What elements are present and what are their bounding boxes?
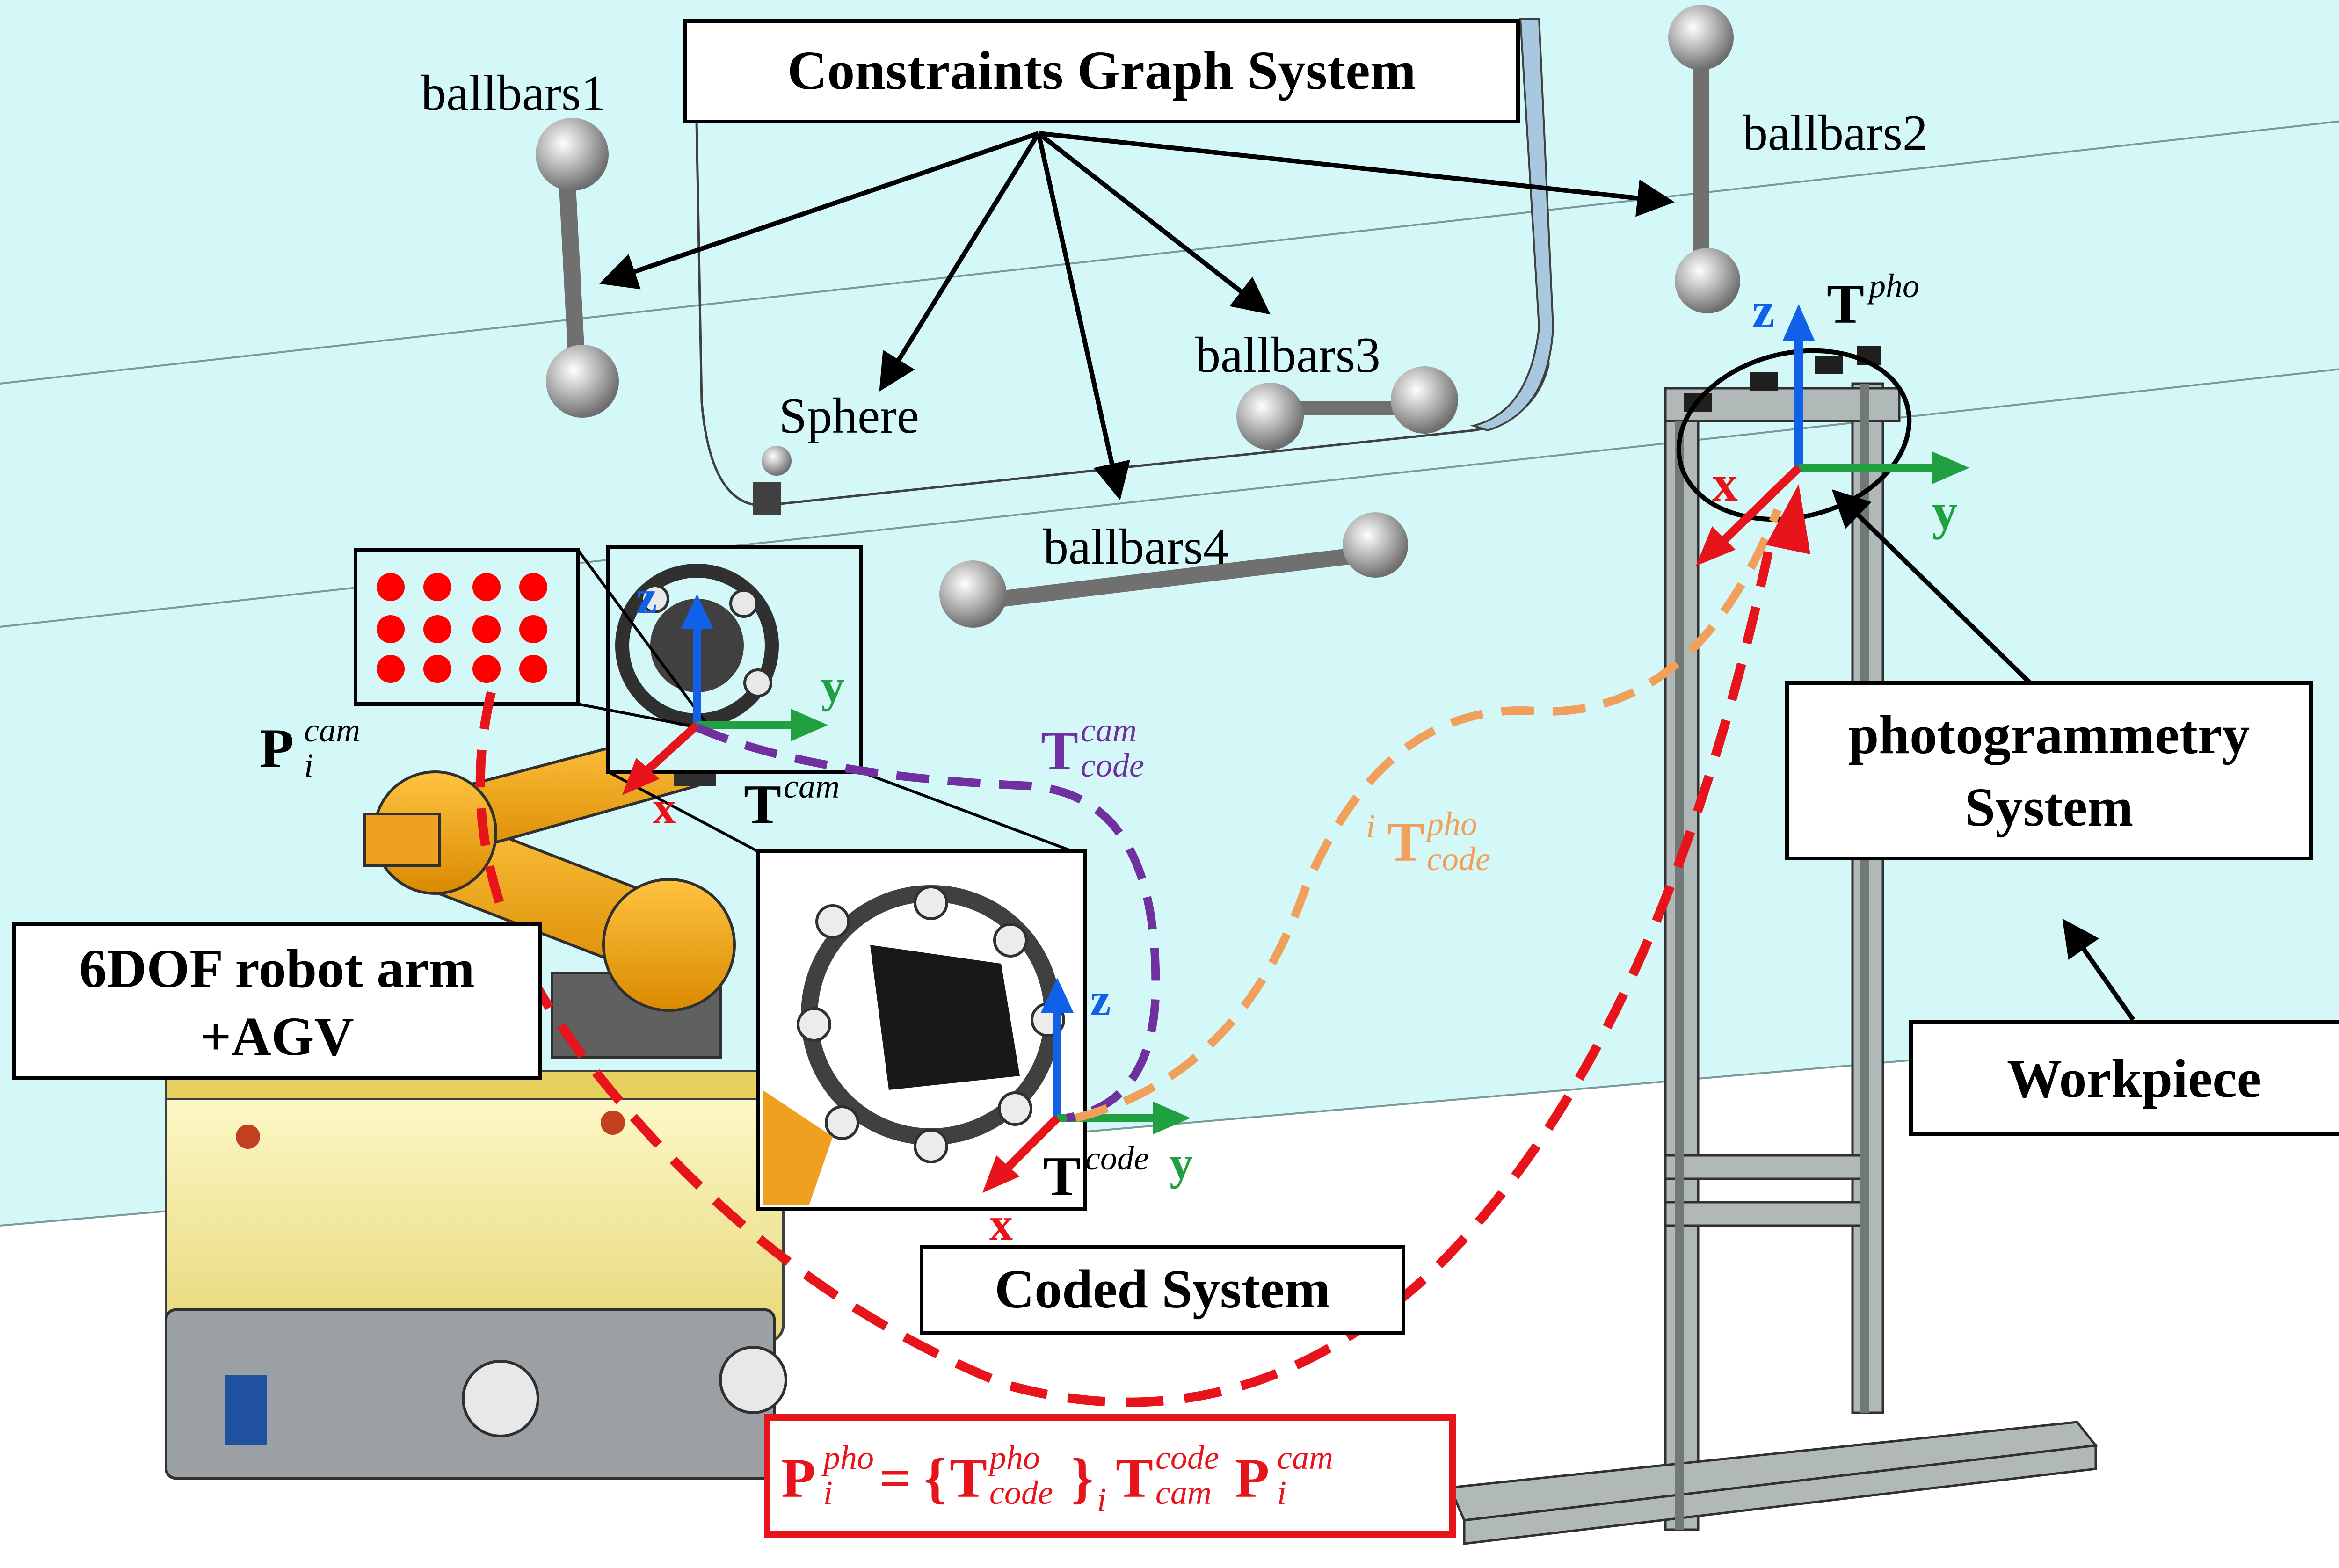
- pho-axes: [1696, 304, 1969, 566]
- constraint-board-edge: [1470, 18, 1554, 432]
- coded-box: Coded System: [920, 1245, 1405, 1335]
- constraints-arrows: [599, 131, 1675, 501]
- eq-T2-sub: cam: [1155, 1474, 1212, 1511]
- sphere-label: Sphere: [779, 388, 919, 444]
- ballbars2-object: [1668, 5, 1740, 313]
- pho-frame-ellipse: [1676, 348, 1912, 522]
- agv-body: [165, 1070, 787, 1480]
- code-axis-x: x: [989, 1198, 1013, 1250]
- constraints-box: Constraints Graph System: [683, 19, 1520, 123]
- cam-axis-x: x: [653, 782, 676, 834]
- workpiece-label: Workpiece: [2007, 1048, 2261, 1109]
- t-code-cam-T: T: [1041, 719, 1078, 782]
- p-i-cam-P: P: [260, 717, 294, 779]
- t-code-cam-sup: cam: [1081, 711, 1137, 749]
- eq-T1: T: [950, 1447, 987, 1509]
- tower-cameras: [1684, 346, 1881, 412]
- cam-axis-z: z: [636, 571, 657, 623]
- eq-i: i: [1097, 1481, 1106, 1518]
- t-pho-symbol: T pho: [1827, 267, 1919, 335]
- robot-label-2: +AGV: [200, 1006, 354, 1067]
- cam-axes: [622, 594, 828, 795]
- t-cam-T: T: [744, 773, 781, 835]
- code-axes: [982, 978, 1191, 1193]
- ballbars3-object: [1236, 366, 1458, 450]
- t-code-symbol: T code: [1043, 1140, 1149, 1207]
- eq-P2: P: [1235, 1447, 1269, 1509]
- code-axis-y: y: [1170, 1137, 1193, 1189]
- pho-axis-x: x: [1712, 455, 1738, 512]
- workpiece-pointer: [2062, 918, 2136, 1021]
- i-t-code-pho-T: T: [1387, 811, 1424, 873]
- photogrammetry-box: photogrammetry System: [1785, 681, 2313, 860]
- eq-P-sub: i: [823, 1474, 833, 1511]
- ballbars1-object: [536, 118, 619, 418]
- p-i-cam-sup: cam: [304, 711, 360, 749]
- cam-axis-y: y: [821, 660, 844, 712]
- photo-pointer: [1831, 489, 2041, 694]
- pho-axis-z: z: [1752, 282, 1775, 339]
- eq-lbrace: {: [924, 1447, 946, 1509]
- t-code-cam-label: T cam code: [1041, 711, 1144, 784]
- tower-frame: [1448, 382, 2098, 1545]
- i-t-code-pho-label: i T pho code: [1366, 805, 1490, 878]
- t-cam-sup: cam: [784, 768, 840, 805]
- ballbars4-object: [939, 512, 1408, 628]
- eq-P-sup: pho: [821, 1439, 874, 1476]
- photogrammetry-label-1: photogrammetry: [1848, 704, 2250, 765]
- constraints-label: Constraints Graph System: [787, 40, 1416, 101]
- eq-T2-sup: code: [1155, 1439, 1219, 1476]
- t-cam-code-path: [695, 723, 1160, 1122]
- t-pho-T: T: [1827, 273, 1864, 335]
- photogrammetry-label-2: System: [1965, 777, 2134, 838]
- t-code-pho-path: [1075, 508, 1782, 1122]
- ballbars4-label: ballbars4: [1043, 519, 1228, 575]
- ballbars2-label: ballbars2: [1743, 105, 1928, 161]
- ballbars3-label: ballbars3: [1195, 327, 1380, 383]
- camera-inset: [606, 545, 863, 774]
- t-code-cam-sub: code: [1081, 747, 1144, 784]
- eq-P: P: [781, 1447, 815, 1509]
- p-i-cam-sub: i: [304, 747, 313, 784]
- i-t-code-pho-sub: code: [1427, 840, 1490, 878]
- pho-axis-y: y: [1932, 483, 1958, 540]
- i-t-code-pho-i: i: [1366, 807, 1375, 845]
- eq-T2: T: [1116, 1447, 1153, 1509]
- eq-equals: =: [879, 1447, 911, 1509]
- t-cam-symbol: T cam: [744, 768, 840, 835]
- t-code-sup: code: [1085, 1140, 1149, 1177]
- workpiece-box: Workpiece: [1909, 1020, 2339, 1136]
- sphere-object: [753, 446, 792, 515]
- p-pho-arrowhead: [1766, 484, 1810, 554]
- robot-label-1: 6DOF robot arm: [79, 938, 475, 999]
- code-target-inset: [756, 849, 1087, 1211]
- robot-box: 6DOF robot arm +AGV: [12, 922, 542, 1080]
- eq-rbrace: }: [1071, 1447, 1093, 1509]
- ballbars1-label: ballbars1: [421, 65, 606, 121]
- eq-T1-sub: code: [989, 1474, 1053, 1511]
- t-code-T: T: [1043, 1145, 1081, 1207]
- dot-pattern-inset: [354, 548, 580, 706]
- coded-label: Coded System: [995, 1258, 1330, 1320]
- equation-box: P pho i = { T pho code } i T code cam P …: [764, 1414, 1456, 1538]
- eq-P2-sup: cam: [1277, 1439, 1333, 1476]
- t-pho-sup: pho: [1867, 267, 1919, 305]
- eq-P2-sub: i: [1277, 1474, 1286, 1511]
- p-i-cam-label: P cam i: [260, 711, 360, 784]
- eq-T1-sup: pho: [987, 1439, 1040, 1476]
- i-t-code-pho-sup: pho: [1424, 805, 1477, 842]
- code-axis-z: z: [1090, 973, 1111, 1025]
